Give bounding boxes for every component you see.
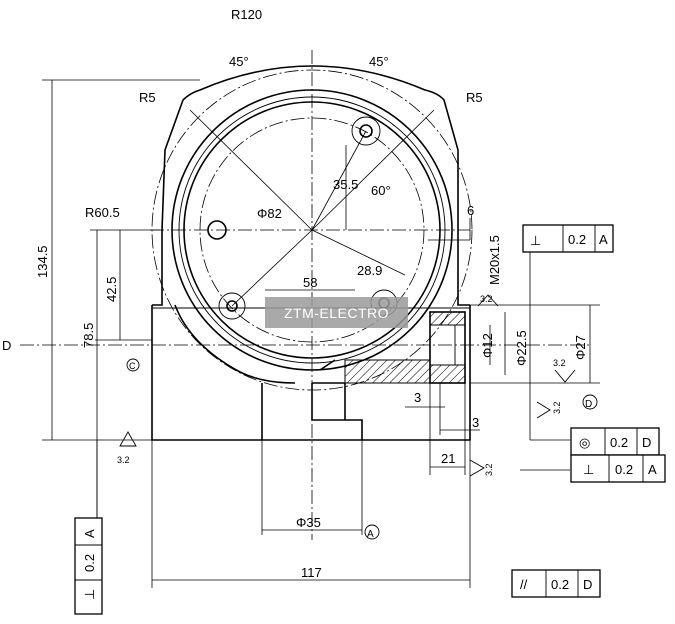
- roughness-5: 3.2: [484, 463, 494, 476]
- fcf-parallel: // 0.2 D: [511, 569, 601, 598]
- label-datum-d: D: [2, 338, 11, 353]
- fcf-perp-right-symbol: ⊥: [583, 462, 594, 477]
- label-3-b: 3: [472, 415, 479, 430]
- fcf-concentric-value: 0.2: [610, 435, 628, 450]
- section-hatch: [312, 311, 466, 384]
- housing-outline: [151, 65, 471, 441]
- label-d27: Φ27: [573, 335, 588, 360]
- label-785: 78.5: [81, 323, 96, 348]
- label-289: 28.9: [357, 263, 382, 278]
- roughness-4: 3.2: [552, 401, 562, 414]
- hole-bottom-left: [226, 300, 238, 312]
- roughness-1: 3.2: [117, 455, 130, 465]
- fcf-top-value: 0.2: [568, 232, 586, 247]
- label-thread: M20x1.5: [487, 235, 502, 285]
- label-45-left: 45°: [229, 54, 249, 69]
- datum-markers: A D C: [126, 358, 598, 540]
- label-45-right: 45°: [369, 54, 389, 69]
- fcf-concentric-datum: D: [642, 435, 651, 450]
- label-355: 35.5: [333, 177, 358, 192]
- watermark-text: ZTM-ELECTRO: [284, 305, 389, 321]
- center-lines: [20, 50, 590, 540]
- fcf-left-datum: A: [82, 529, 97, 538]
- fcf-perp-right-value: 0.2: [615, 462, 633, 477]
- label-60: 60°: [371, 183, 391, 198]
- label-d35: Φ35: [296, 515, 321, 530]
- datum-c-symbol: C: [129, 361, 136, 371]
- hole-top: [359, 124, 373, 138]
- label-d82: Φ82: [257, 206, 282, 221]
- roughness-marks: [119, 294, 576, 477]
- label-425: 42.5: [104, 277, 119, 302]
- dimension-texts: R120 45° 45° R5 R5 R60.5 Φ82 35.5 60° 6 …: [2, 7, 588, 580]
- label-3-a: 3: [414, 390, 421, 405]
- label-r5-right: R5: [466, 90, 483, 105]
- dimension-lines: [42, 79, 600, 600]
- fcf-parallel-symbol: //: [520, 577, 528, 592]
- fcf-top-symbol: ⊥: [530, 233, 541, 248]
- datum-d-symbol: D: [585, 399, 592, 410]
- label-6: 6: [467, 203, 474, 218]
- fcf-left-vertical: ⊥ 0.2 A: [74, 517, 103, 615]
- label-21: 21: [441, 451, 455, 466]
- label-58: 58: [303, 275, 317, 290]
- label-d225: Φ22.5: [514, 330, 529, 366]
- label-r605: R60.5: [85, 205, 120, 220]
- fcf-perp-right-datum: A: [648, 462, 657, 477]
- fcf-parallel-value: 0.2: [551, 577, 569, 592]
- datum-a-symbol: A: [367, 529, 374, 540]
- label-117: 117: [301, 565, 322, 580]
- fcf-concentric: ◎ 0.2 D: [570, 427, 660, 456]
- roughness-3: 3.2: [553, 358, 566, 368]
- label-1345: 134.5: [35, 245, 50, 278]
- fcf-top: ⊥ 0.2 A: [522, 224, 614, 253]
- fcf-parallel-datum: D: [583, 577, 592, 592]
- watermark: ZTM-ELECTRO: [265, 297, 408, 328]
- fcf-left-symbol: ⊥: [82, 589, 97, 600]
- fcf-left-value: 0.2: [82, 554, 97, 572]
- label-r5-left: R5: [139, 90, 156, 105]
- label-r120: R120: [231, 7, 262, 22]
- label-d12: Φ12: [480, 333, 495, 358]
- roughness-2: 3.2: [480, 294, 493, 304]
- fcf-top-datum: A: [599, 232, 608, 247]
- fcf-perp-right: ⊥ 0.2 A: [570, 454, 666, 483]
- fcf-concentric-symbol: ◎: [579, 435, 590, 450]
